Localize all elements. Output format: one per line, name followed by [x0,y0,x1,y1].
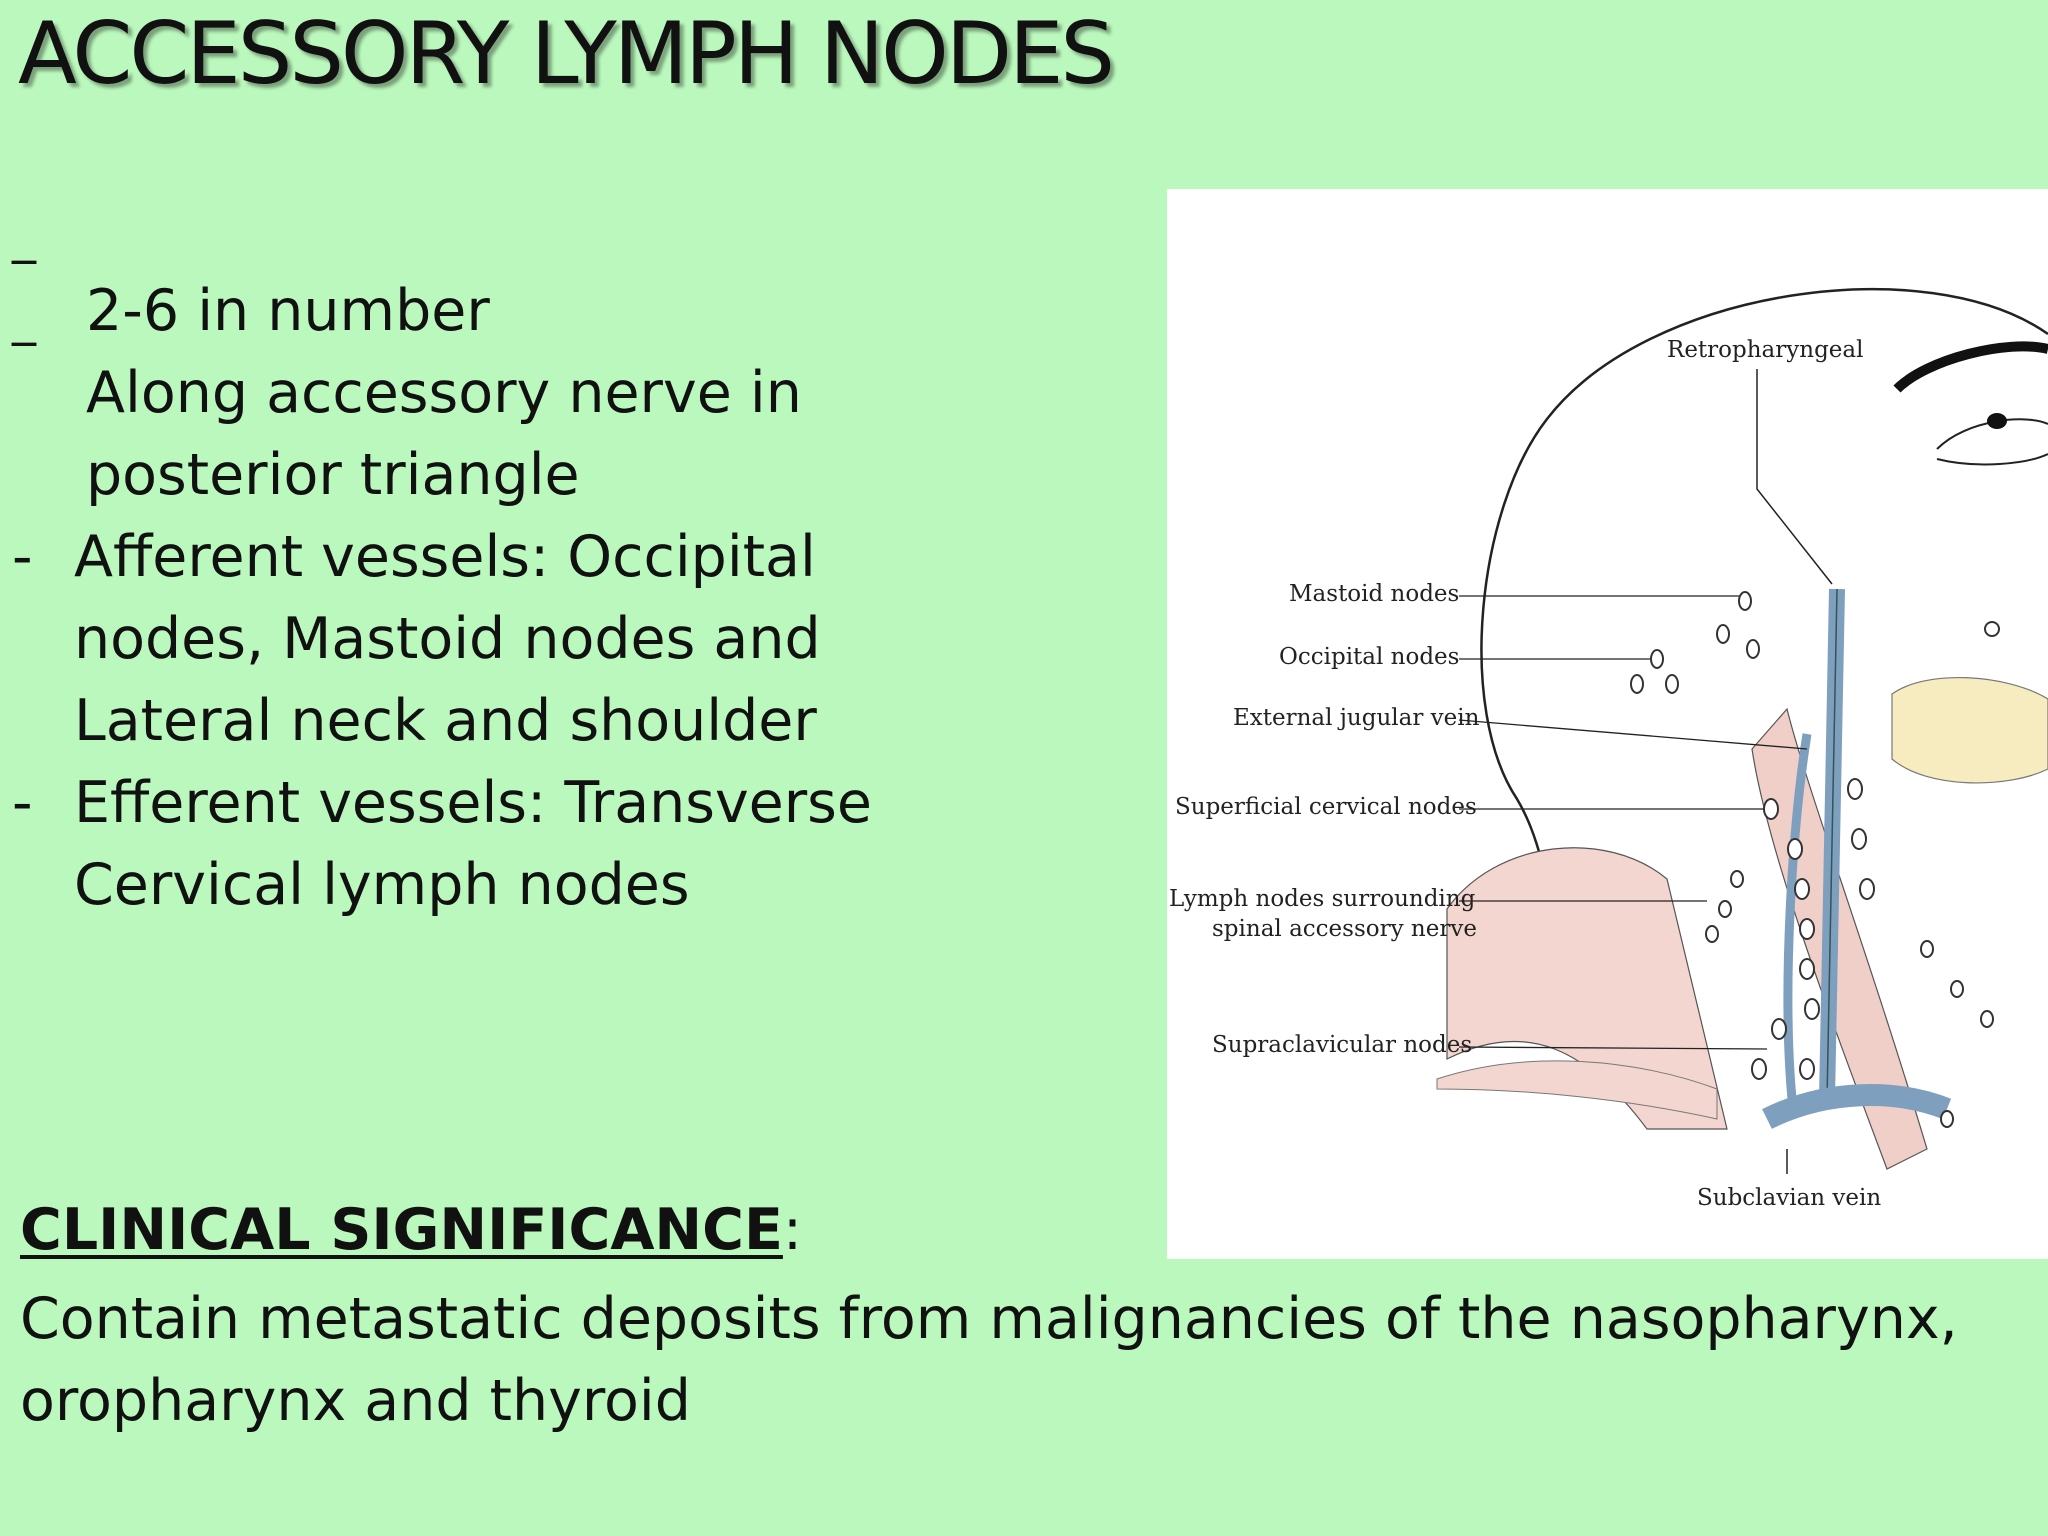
external-jugular-vein [1783,733,1812,1100]
trapezius-muscle [1446,847,1728,1130]
subclavian-vein [1762,1084,1952,1129]
bullet-list: ‾ 2-6 in number ‾ Along accessory nerve … [0,253,1150,926]
bullet-item: ‾ Along accessory nerve in posterior tri… [0,335,1150,516]
submandibular-gland [1891,677,2048,784]
clavicle-region [1436,1060,1718,1120]
bullet-mark: - [12,770,33,836]
internal-jugular-vein-edge [1826,588,1838,1100]
label-superficial-cervical-nodes: Superficial cervical nodes [1175,794,1477,820]
bullet-item: ‾ 2-6 in number [0,253,1150,352]
external-jugular-leader [1458,719,1808,750]
label-occipital-nodes: Occipital nodes [1279,644,1460,670]
label-subclavian-vein: Subclavian vein [1697,1185,1882,1211]
bullet-item: - Efferent vessels: Transverse Cervical … [0,762,1150,926]
bullet-item: - Afferent vessels: Occipital nodes, Mas… [0,516,1150,762]
bullet-mark: ‾ [12,253,36,309]
lymph-nodes [1630,591,2000,1128]
label-supraclavicular-nodes: Supraclavicular nodes [1212,1032,1473,1058]
label-mastoid-nodes: Mastoid nodes [1289,581,1460,607]
clinical-heading-colon: : [782,1197,803,1263]
clinical-significance-heading: CLINICAL SIGNIFICANCE: [20,1197,802,1263]
bullet-line: Efferent vessels: Transverse [74,770,872,836]
bullet-line: Along accessory nerve in [86,360,802,426]
label-retropharyngeal: Retropharyngeal [1667,337,1864,363]
clinical-significance-text: Contain metastatic deposits from maligna… [20,1278,2020,1442]
eyebrow [1893,341,2048,393]
bullet-line: Afferent vessels: Occipital [74,524,816,590]
clinical-line: oropharynx and thyroid [20,1368,691,1434]
retropharyngeal-pointer [1756,369,1833,585]
bullet-line: nodes, Mastoid nodes and [74,606,821,672]
neck-lymph-diagram: Retropharyngeal Mastoid nodes Occipital … [1167,189,2048,1259]
diagram-drawing [1436,287,2048,1174]
bullet-line: posterior triangle [86,442,580,508]
label-external-jugular-vein: External jugular vein [1233,705,1480,731]
bullet-line: 2-6 in number [86,278,490,344]
supraclavicular-leader [1458,1046,1768,1050]
bullet-line: Lateral neck and shoulder [74,688,817,754]
bullet-mark: ‾ [12,335,36,391]
label-accessory-nodes-2: spinal accessory nerve [1212,916,1477,942]
bullet-line: Cervical lymph nodes [74,852,690,918]
bullet-mark: - [12,524,33,590]
slide-title: ACCESSORY LYMPH NODES [18,4,1115,104]
clinical-line: Contain metastatic deposits from maligna… [20,1286,1958,1352]
clinical-heading-text: CLINICAL SIGNIFICANCE [20,1197,783,1263]
eye-pupil [1987,413,2007,429]
label-accessory-nodes-1: Lymph nodes surrounding [1169,886,1476,912]
